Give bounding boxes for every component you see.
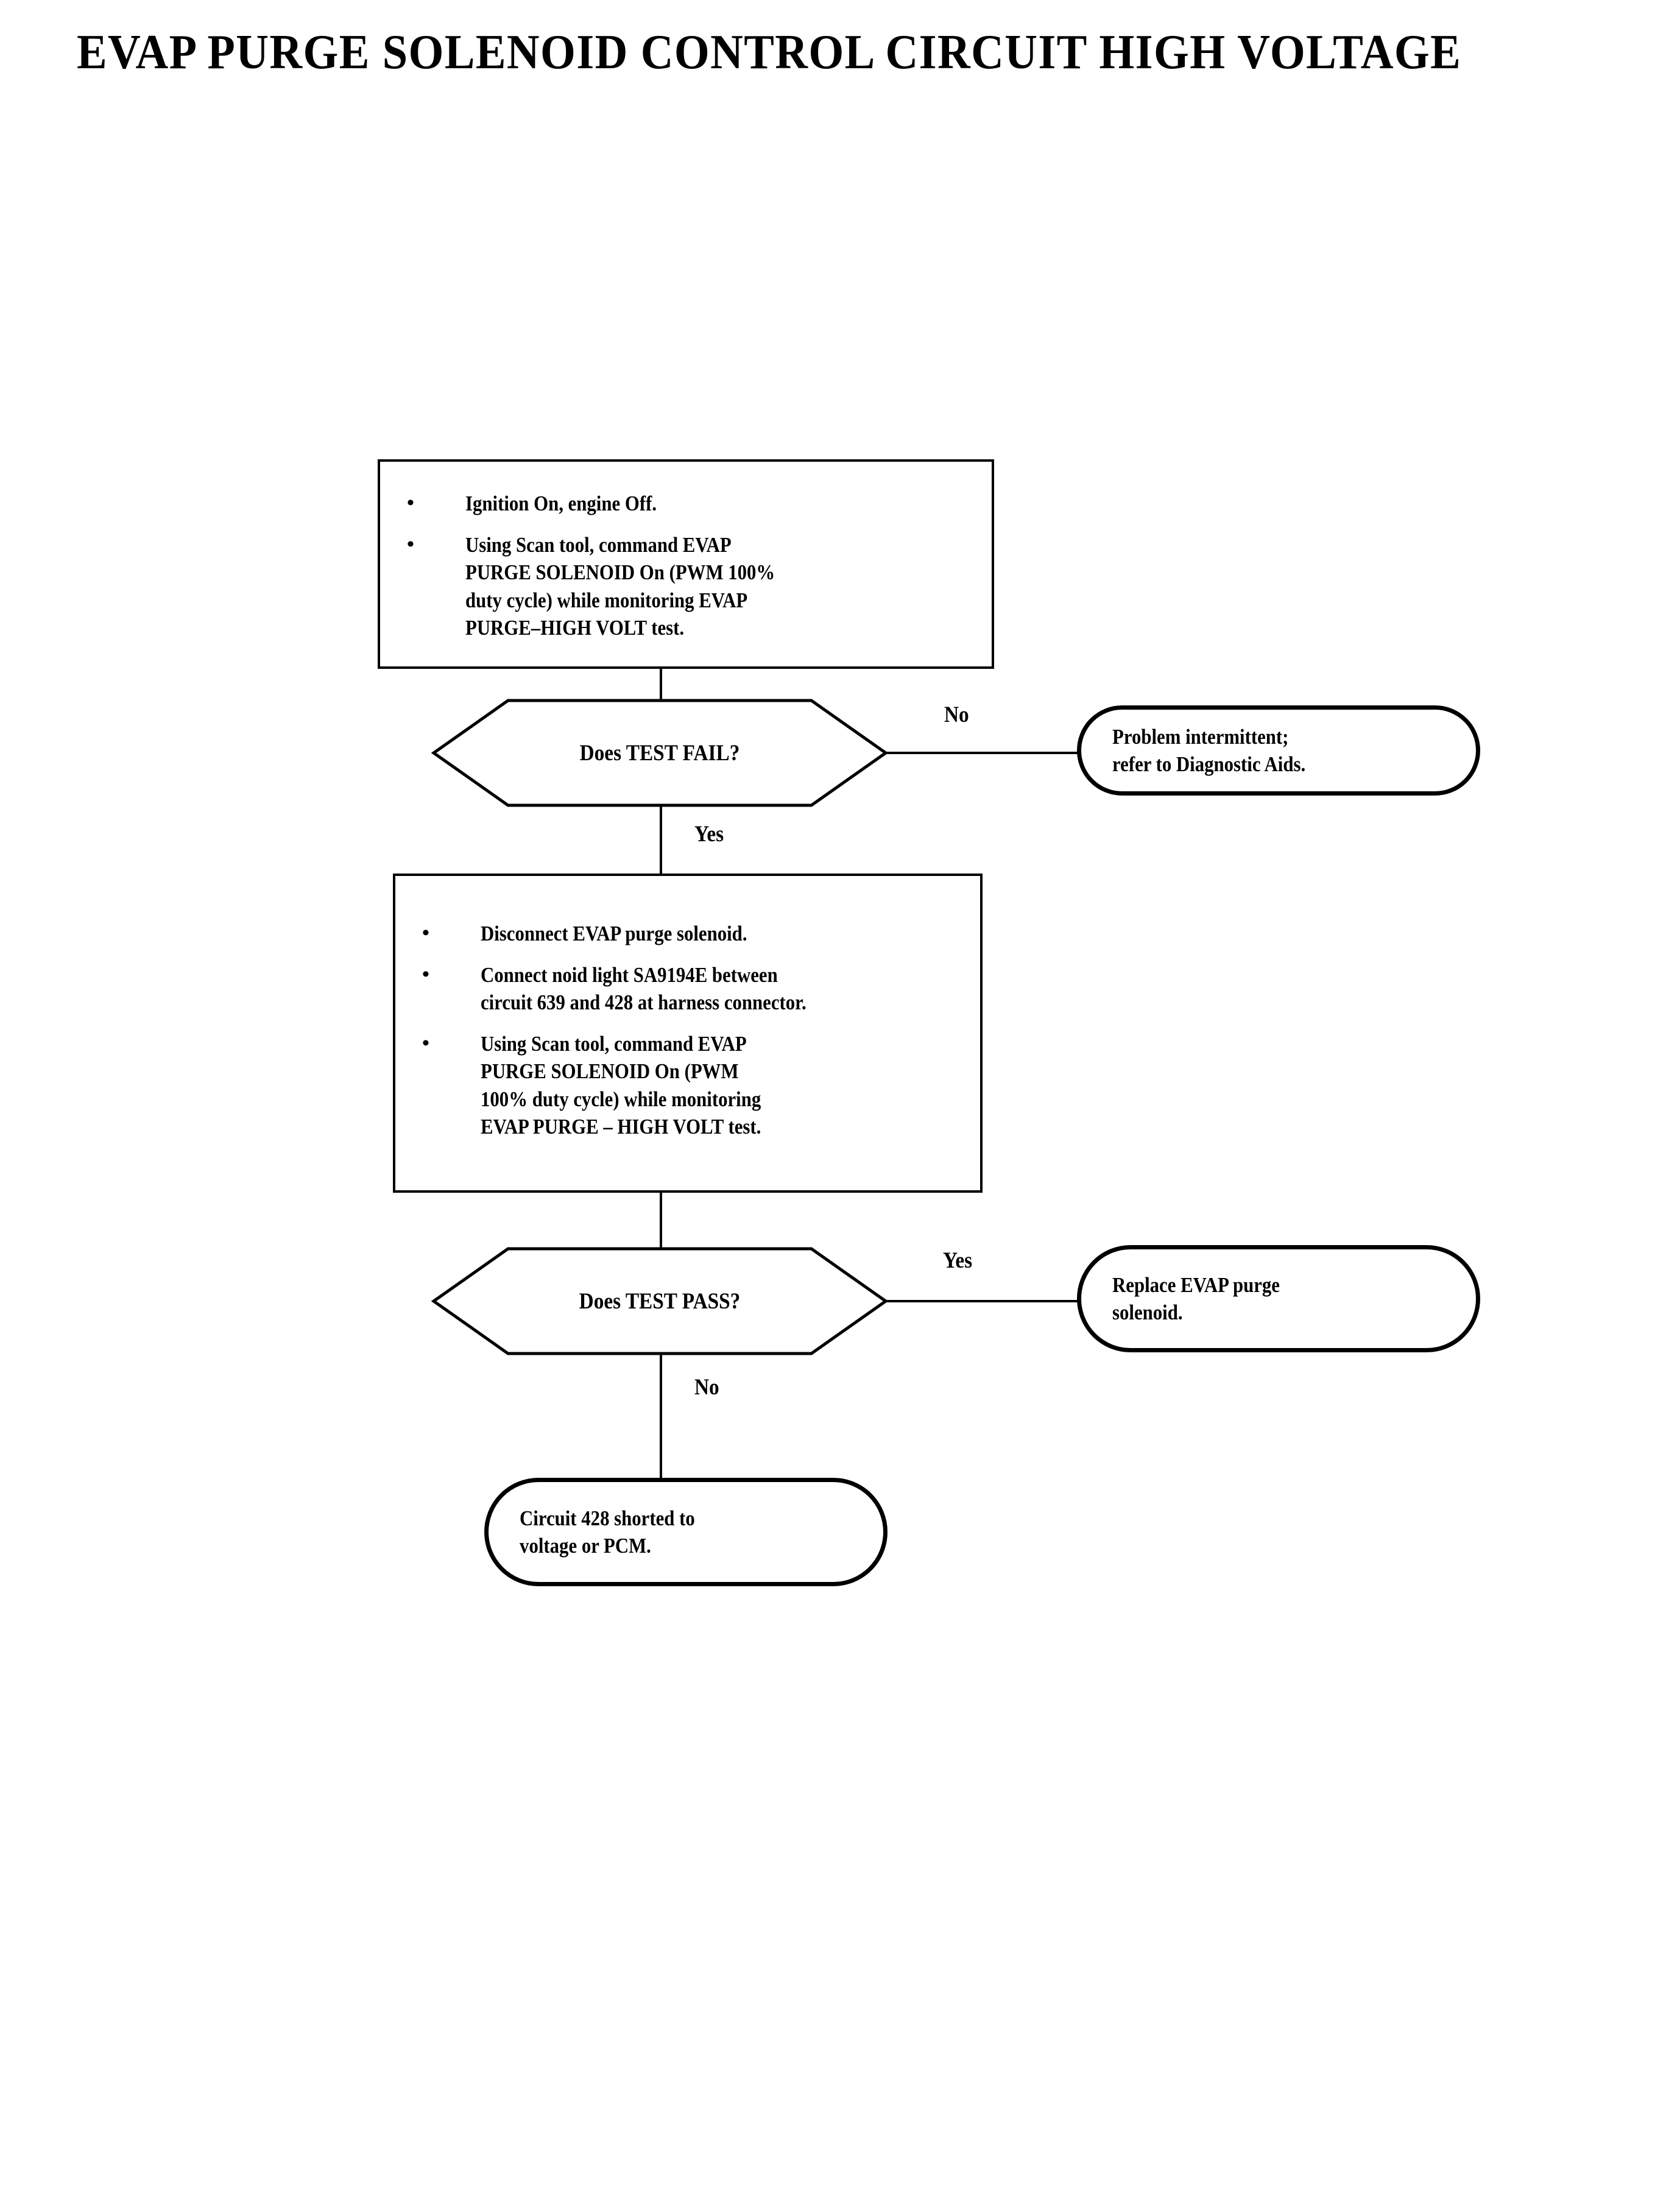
bullet-text: Connect noid light SA9194E between circu… bbox=[481, 962, 806, 1015]
decision-does-test-fail: Does TEST FAIL? bbox=[431, 698, 888, 808]
branch-label-yes-decision2: Yes bbox=[943, 1248, 973, 1273]
branch-label-no-decision2: No bbox=[694, 1375, 719, 1400]
bullet-marker-icon: • bbox=[422, 1031, 429, 1054]
terminator-circuit-428-shorted: Circuit 428 shorted to voltage or PCM. bbox=[484, 1478, 888, 1586]
connector-decision1-yes bbox=[660, 805, 662, 876]
bullet-text: Using Scan tool, command EVAP PURGE SOLE… bbox=[465, 532, 775, 640]
terminator-text: Problem intermittent; refer to Diagnosti… bbox=[1112, 724, 1306, 777]
decision-does-test-pass: Does TEST PASS? bbox=[431, 1246, 888, 1356]
terminator-text: Circuit 428 shorted to voltage or PCM. bbox=[520, 1506, 695, 1558]
bullet-marker-icon: • bbox=[407, 532, 414, 556]
bullet-marker-icon: • bbox=[422, 962, 429, 986]
bullet-item: • Ignition On, engine Off. bbox=[380, 490, 992, 518]
connector-step1-to-decision1 bbox=[660, 668, 662, 702]
bullet-text: Ignition On, engine Off. bbox=[465, 492, 657, 515]
bullet-text: Disconnect EVAP purge solenoid. bbox=[481, 922, 747, 945]
bullet-marker-icon: • bbox=[422, 922, 429, 944]
hexagon-shape-icon bbox=[431, 699, 888, 807]
bullet-list-step-2: • Disconnect EVAP purge solenoid. • Conn… bbox=[395, 876, 980, 1154]
hexagon-shape-icon bbox=[431, 1247, 888, 1355]
bullet-marker-icon: • bbox=[407, 492, 414, 514]
terminator-replace-evap-purge-solenoid: Replace EVAP purge solenoid. bbox=[1077, 1245, 1480, 1352]
branch-label-yes-decision1: Yes bbox=[694, 822, 724, 847]
decision-label: Does TEST FAIL? bbox=[579, 740, 740, 766]
decision-label: Does TEST PASS? bbox=[579, 1288, 741, 1314]
terminator-text: Replace EVAP purge solenoid. bbox=[1112, 1273, 1280, 1325]
bullet-text: Using Scan tool, command EVAP PURGE SOLE… bbox=[481, 1031, 761, 1139]
bullet-item: • Disconnect EVAP purge solenoid. bbox=[395, 920, 980, 948]
branch-label-no-decision1: No bbox=[944, 702, 969, 727]
page-title: EVAP PURGE SOLENOID CONTROL CIRCUIT HIGH… bbox=[77, 26, 1462, 79]
bullet-list-step-1: • Ignition On, engine Off. • Using Scan … bbox=[380, 462, 992, 655]
bullet-item: • Using Scan tool, command EVAP PURGE SO… bbox=[395, 1030, 980, 1141]
connector-decision2-yes bbox=[884, 1300, 1079, 1302]
connector-decision2-no bbox=[660, 1354, 662, 1480]
bullet-item: • Connect noid light SA9194E between cir… bbox=[395, 961, 980, 1017]
connector-decision1-no bbox=[884, 752, 1079, 754]
bullet-item: • Using Scan tool, command EVAP PURGE SO… bbox=[380, 531, 992, 642]
process-box-step-2: • Disconnect EVAP purge solenoid. • Conn… bbox=[393, 874, 983, 1193]
process-box-step-1: • Ignition On, engine Off. • Using Scan … bbox=[378, 459, 994, 669]
connector-step2-to-decision2 bbox=[660, 1190, 662, 1251]
terminator-problem-intermittent: Problem intermittent; refer to Diagnosti… bbox=[1077, 705, 1480, 796]
